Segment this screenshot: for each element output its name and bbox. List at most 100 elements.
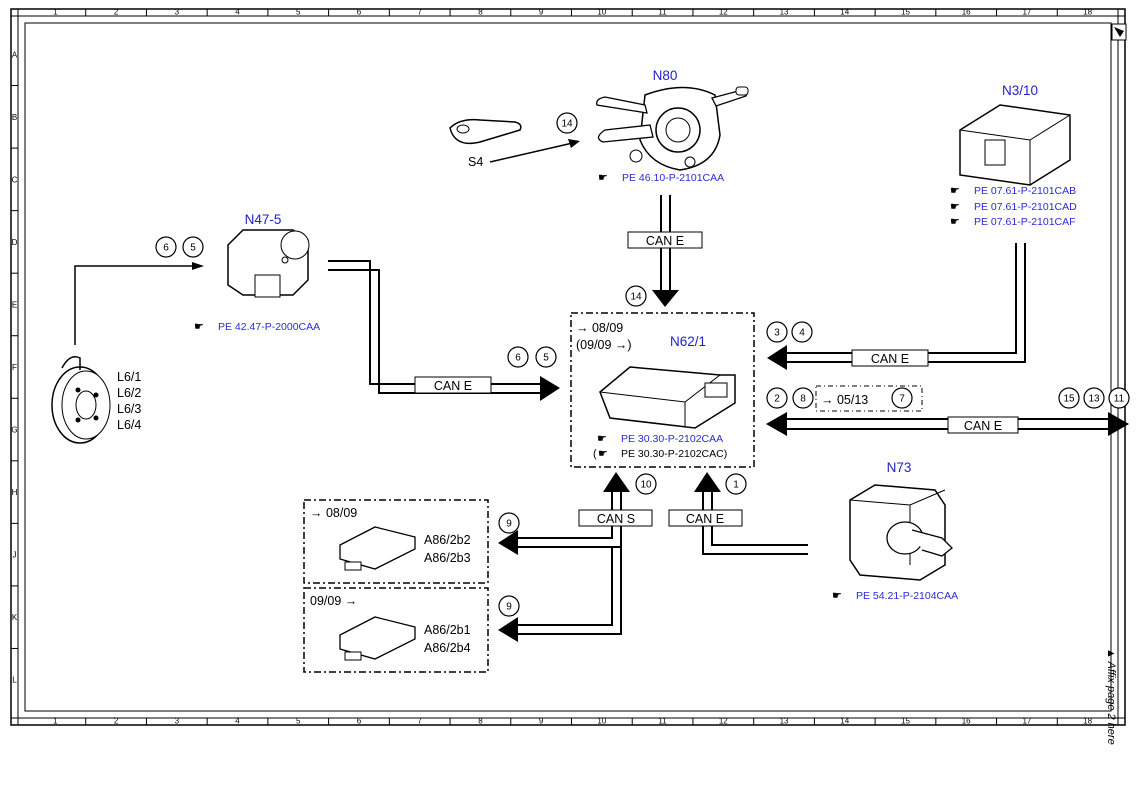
corner-icon <box>1111 23 1127 41</box>
svg-text:☛: ☛ <box>950 216 960 228</box>
a86-bottom-group: 09/09 → A86/2b1 A86/2b4 <box>303 587 489 673</box>
n3-10-ref-links[interactable]: ☛ PE 07.61-P-2101CAB ☛ PE 07.61-P-2101CA… <box>950 185 1077 228</box>
reference-number-a86-bottom: 9 <box>506 602 512 613</box>
n62-1-date-until: (09/09 →) <box>576 338 632 352</box>
n80-steering-switch: N80 <box>596 68 749 171</box>
grid-column-label: 1 <box>53 8 58 17</box>
grid-column-label: 12 <box>719 8 728 17</box>
s4-label: S4 <box>468 155 483 169</box>
grid-column-label: 13 <box>780 8 789 17</box>
grid-column-label: 9 <box>539 717 544 726</box>
svg-text:☛: ☛ <box>598 172 608 184</box>
grid-row-label: J <box>13 551 17 560</box>
svg-text:CAN E: CAN E <box>434 379 472 393</box>
grid-column-label: 6 <box>357 717 362 726</box>
reference-number-a86-top: 9 <box>506 519 512 530</box>
grid-column-label: 4 <box>235 717 240 726</box>
can-e-bidirectional-bus: CAN E → 05/13 <box>766 385 1129 436</box>
reference-number-wheel-left: 6 <box>515 353 521 364</box>
grid-column-label: 4 <box>235 8 240 17</box>
svg-text:L6/2: L6/2 <box>117 386 141 400</box>
svg-text:CAN E: CAN E <box>964 419 1002 433</box>
svg-text:PE 07.61-P-2101CAF: PE 07.61-P-2101CAF <box>974 216 1076 228</box>
can-s-bus: CAN S <box>498 472 653 642</box>
grid-column-label: 9 <box>539 8 544 17</box>
reference-number-can-s: 10 <box>640 480 652 491</box>
svg-text:L6/3: L6/3 <box>117 402 141 416</box>
grid-column-label: 11 <box>658 717 667 726</box>
svg-text:PE 30.30-P-2102CAA: PE 30.30-P-2102CAA <box>621 433 723 445</box>
grid-column-label: 5 <box>296 8 301 17</box>
grid-column-label: 10 <box>597 8 606 17</box>
wheel-speed-sensor <box>51 356 111 444</box>
grid-row-label: B <box>12 113 17 122</box>
svg-text:A86/2b2: A86/2b2 <box>424 533 471 547</box>
n62-1-date-from: → 08/09 <box>576 321 623 335</box>
svg-text:PE 07.61-P-2101CAD: PE 07.61-P-2101CAD <box>974 201 1077 213</box>
n73-ref-link[interactable]: ☛ PE 54.21-P-2104CAA <box>832 590 958 602</box>
grid-column-label: 8 <box>478 8 483 17</box>
svg-text:☛: ☛ <box>194 321 204 333</box>
grid-column-label: 14 <box>840 8 849 17</box>
svg-text:CAN E: CAN E <box>871 352 909 366</box>
grid-row-label: G <box>11 426 17 435</box>
a86-top-group: → 08/09 A86/2b2 A86/2b3 <box>303 499 489 584</box>
grid-column-label: 7 <box>417 8 422 17</box>
svg-text:PE 30.30-P-2102CAC): PE 30.30-P-2102CAC) <box>621 448 727 460</box>
wheel-labels: L6/1 L6/2 L6/3 L6/4 <box>117 370 141 432</box>
reference-number-wheel-right: 5 <box>543 353 549 364</box>
grid-column-label: 2 <box>114 8 119 17</box>
n47-5-ref-link[interactable]: ☛ PE 42.47-P-2000CAA <box>194 321 320 333</box>
reference-number-g-mid: 7 <box>899 394 905 405</box>
reference-number-can-e-n73: 1 <box>733 480 739 491</box>
grid-column-label: 1 <box>53 717 58 726</box>
svg-text:L6/1: L6/1 <box>117 370 141 384</box>
grid-column-label: 15 <box>901 8 910 17</box>
svg-text:PE 54.21-P-2104CAA: PE 54.21-P-2104CAA <box>856 590 958 602</box>
can-e-label: CAN E <box>646 234 684 248</box>
svg-text:☛: ☛ <box>950 185 960 197</box>
diagram-frame: 1122334455667788991010111112121313141415… <box>10 8 1126 726</box>
bidir-date: → 05/13 <box>821 393 868 407</box>
svg-text:→ 08/09: → 08/09 <box>310 506 357 520</box>
grid-column-label: 7 <box>417 717 422 726</box>
grid-column-label: 12 <box>719 717 728 726</box>
can-e-n3-bus: CAN E <box>767 243 1026 370</box>
svg-text:☛: ☛ <box>597 433 607 445</box>
n73-title: N73 <box>887 460 912 475</box>
reference-number-n47-left: 6 <box>163 243 169 254</box>
grid-column-label: 18 <box>1083 8 1092 17</box>
grid-column-label: 13 <box>780 717 789 726</box>
n62-1-title: N62/1 <box>670 334 706 349</box>
svg-text:A86/2b1: A86/2b1 <box>424 623 471 637</box>
s4-stalk <box>449 118 522 145</box>
grid-column-label: 6 <box>357 8 362 17</box>
n47-5-title: N47-5 <box>245 212 282 227</box>
grid-column-label: 14 <box>840 717 849 726</box>
grid-column-label: 3 <box>175 8 180 17</box>
grid-column-label: 3 <box>175 717 180 726</box>
svg-text:(: ( <box>593 448 597 460</box>
n3-10-title: N3/10 <box>1002 83 1038 98</box>
grid-column-label: 2 <box>114 717 119 726</box>
n62-1-module: N62/1 → 08/09 (09/09 →) <box>570 312 755 468</box>
grid-row-label: D <box>12 238 18 247</box>
grid-column-label: 5 <box>296 717 301 726</box>
grid-column-label: 17 <box>1022 8 1031 17</box>
reference-number-g-left1: 2 <box>774 394 780 405</box>
can-e-n73-bus: CAN E <box>668 472 808 555</box>
reference-number-n47-right: 5 <box>190 243 196 254</box>
n80-ref-link[interactable]: ☛ PE 46.10-P-2101CAA <box>598 172 724 184</box>
svg-text:PE 42.47-P-2000CAA: PE 42.47-P-2000CAA <box>218 321 320 333</box>
svg-text:PE 46.10-P-2101CAA: PE 46.10-P-2101CAA <box>622 172 724 184</box>
grid-column-label: 11 <box>658 8 667 17</box>
grid-row-label: L <box>12 676 17 685</box>
reference-number-n62-top: 14 <box>630 292 642 303</box>
grid-row-label: F <box>12 363 17 372</box>
n62-1-ref-links[interactable]: ☛ PE 30.30-P-2102CAA ( ☛ PE 30.30-P-2102… <box>593 433 727 460</box>
n3-10-ecu: N3/10 <box>959 83 1071 186</box>
svg-text:L6/4: L6/4 <box>117 418 141 432</box>
svg-text:☛: ☛ <box>598 448 608 460</box>
can-s-label: CAN S <box>597 512 635 526</box>
grid-column-label: 10 <box>597 717 606 726</box>
